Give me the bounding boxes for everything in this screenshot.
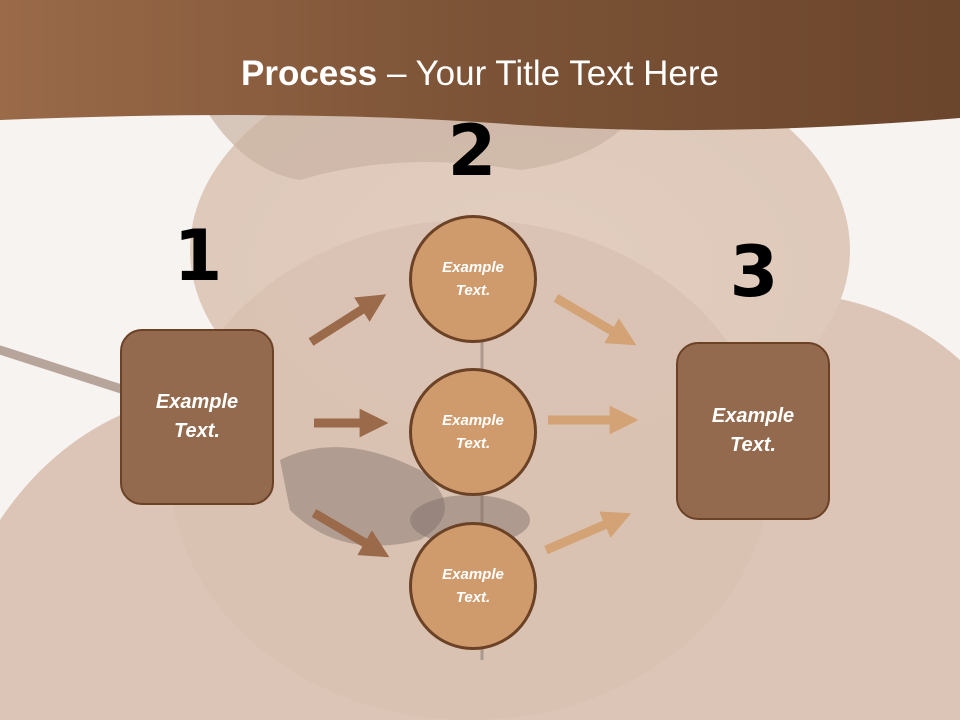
- step-3-box: Example Text.: [676, 342, 830, 520]
- step-1-text: Example Text.: [155, 391, 239, 442]
- title-rest: – Your Title Text Here: [377, 54, 719, 93]
- circle-middle-text: Example Text.: [442, 412, 504, 452]
- circle-bottom-text: Example Text.: [442, 566, 504, 606]
- circle-bottom: Example Text.: [409, 522, 537, 650]
- arrow-top-to-3: [553, 294, 637, 346]
- step-1-box: Example Text.: [120, 329, 274, 505]
- arrow-bottom-to-3: [544, 511, 632, 555]
- circle-middle: Example Text.: [409, 368, 537, 496]
- step-number-2: 2: [447, 110, 497, 192]
- step-3-text: Example Text.: [711, 405, 795, 456]
- step-number-3: 3: [729, 231, 779, 313]
- circle-top-text: Example Text.: [442, 259, 504, 299]
- title-bold: Process: [241, 54, 378, 93]
- header-banner: [0, 0, 960, 131]
- step-number-1: 1: [173, 215, 223, 297]
- circle-top: Example Text.: [409, 215, 537, 343]
- arrow-1-to-top: [308, 294, 387, 346]
- arrow-1-to-bottom: [311, 509, 390, 558]
- slide-title: Process – Your Title Text Here: [0, 52, 960, 96]
